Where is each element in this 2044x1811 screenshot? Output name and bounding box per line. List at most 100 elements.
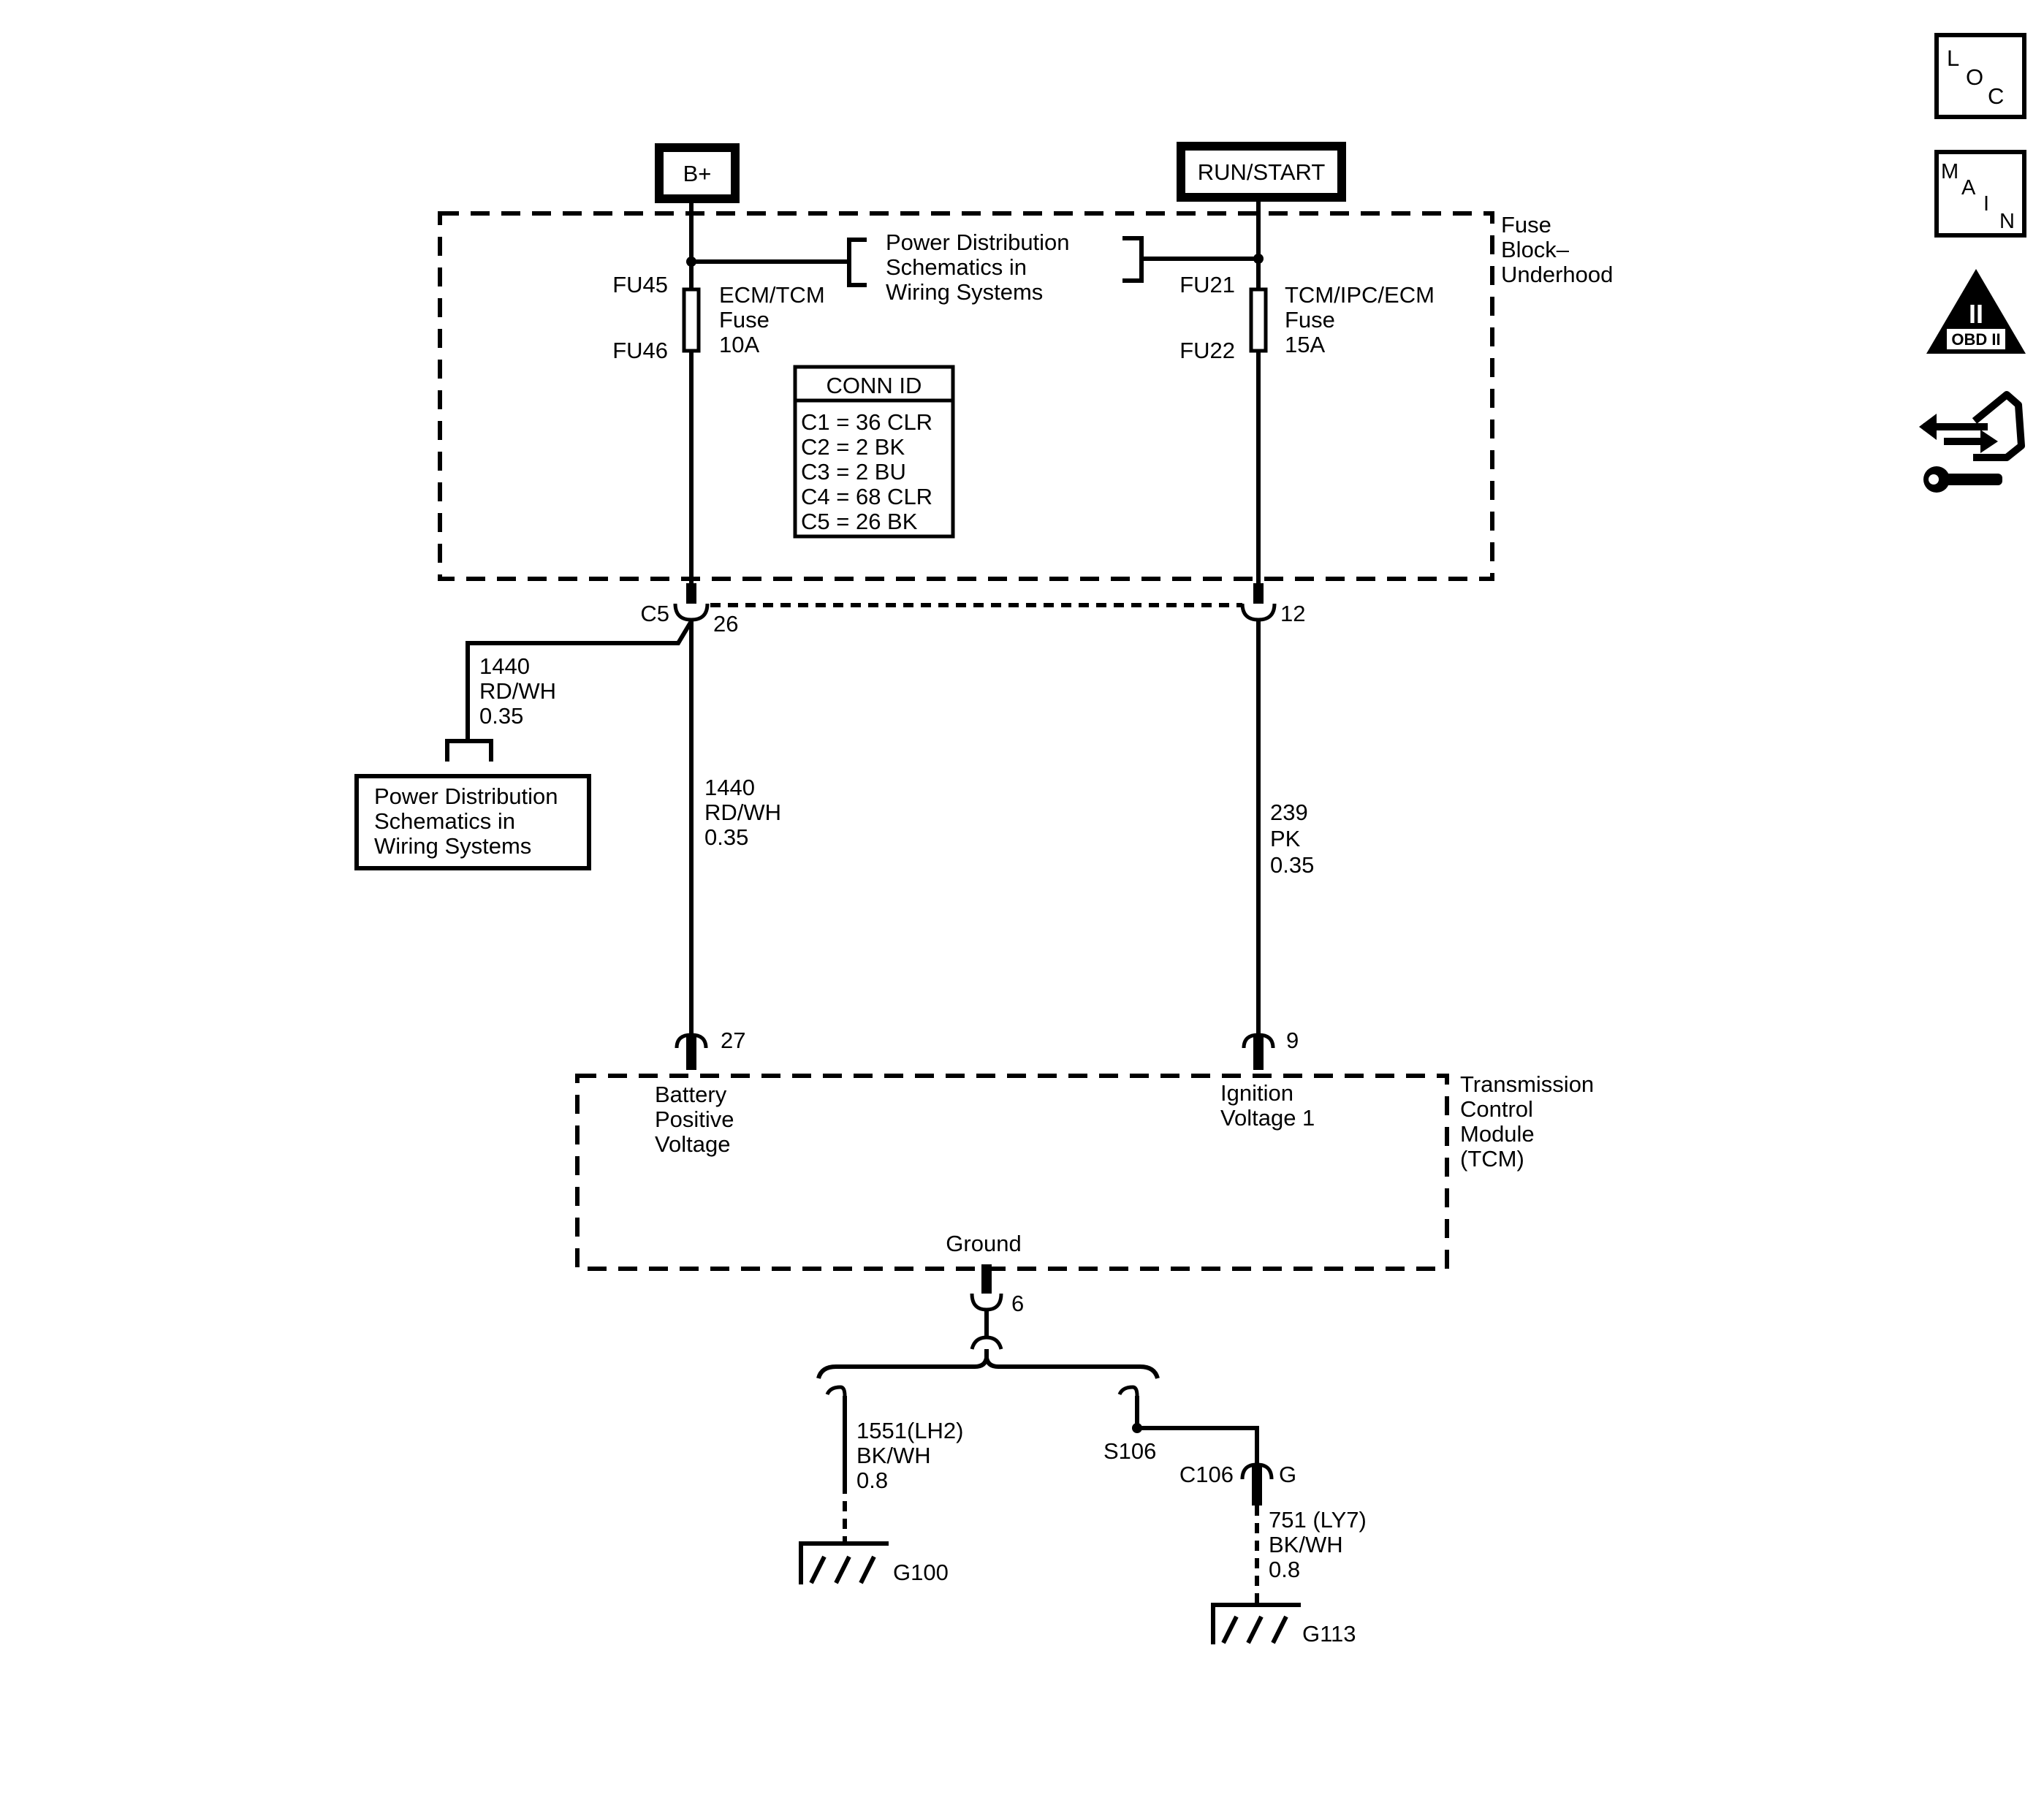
branch-wire-color: RD/WH [479, 678, 556, 704]
right-wire-size: 0.35 [1270, 852, 1314, 878]
ground-right-size: 0.8 [1269, 1557, 1300, 1582]
fuse-left-bottom-id: FU46 [612, 338, 668, 363]
main-letter: N [1999, 210, 2015, 233]
tcm-left-input-3: Voltage [655, 1131, 730, 1157]
fuse-block-label-3: Underhood [1501, 262, 1613, 287]
connector-repair-icon[interactable] [1919, 391, 2025, 493]
obd-roman-numeral: II [1969, 299, 1983, 329]
power-ref-box-line-1: Power Distribution [374, 783, 558, 809]
tcm-right-input-1: Ignition [1220, 1080, 1293, 1106]
left-wire-color: RD/WH [704, 800, 781, 825]
main-letter: I [1983, 192, 1989, 216]
power-ref-text-1: Power Distribution [886, 229, 1070, 255]
c5-pin-right: 12 [1280, 601, 1305, 626]
g100-label: G100 [893, 1560, 949, 1585]
tcm-pin-left: 27 [721, 1028, 745, 1053]
c106-connector [1240, 1462, 1274, 1506]
ground-harness-brace [816, 1357, 1160, 1379]
fuse-block-label-1: Fuse [1501, 212, 1551, 238]
conn-id-table: CONN ID C1 = 36 CLR C2 = 2 BK C3 = 2 BU … [793, 365, 955, 539]
tcm-label-4: (TCM) [1460, 1146, 1524, 1172]
fuse-block-outline [438, 211, 1494, 581]
power-ref-text-2: Schematics in [886, 254, 1027, 280]
s106-to-c106-wire [1137, 1426, 1259, 1463]
power-ref-bracket-right [1122, 236, 1144, 283]
fuse-left-type: Fuse [719, 307, 770, 333]
conn-id-title: CONN ID [827, 373, 922, 398]
main-letter: M [1941, 160, 1958, 183]
fuse-right-type: Fuse [1285, 307, 1335, 333]
fuse-left-name: ECM/TCM [719, 282, 825, 308]
fuse-right-name: TCM/IPC/ECM [1285, 282, 1435, 308]
loc-letter: C [1988, 83, 2004, 109]
conn-id-row: C5 = 26 BK [801, 509, 918, 534]
c5-label: C5 [640, 601, 669, 626]
c5-connector-left [673, 583, 710, 622]
right-wire-circuit: 239 [1270, 800, 1308, 825]
tcm-left-input-2: Positive [655, 1106, 734, 1132]
right-wire-color: PK [1270, 826, 1301, 851]
tcm-connector-right [1242, 1033, 1275, 1070]
tcm-label-1: Transmission [1460, 1071, 1594, 1097]
power-ref-bracket-left [847, 238, 867, 287]
fuse-block-label-2: Block– [1501, 237, 1570, 262]
g100-ground-icon [799, 1541, 889, 1584]
ground-right-break [1117, 1385, 1139, 1397]
ground-right-circuit: 751 (LY7) [1269, 1507, 1367, 1533]
conn-id-row: C3 = 2 BU [801, 459, 906, 485]
ground-left-break [825, 1385, 847, 1397]
g113-label: G113 [1302, 1621, 1356, 1647]
obd-text: OBD II [1951, 330, 2000, 349]
tcm-ground-label: Ground [946, 1231, 1021, 1256]
bplus-label: B+ [683, 161, 712, 186]
loc-icon[interactable]: L O C [1934, 33, 2026, 119]
branch-bracket [445, 739, 493, 762]
left-wire-circuit: 1440 [704, 775, 755, 800]
ground-left-size: 0.8 [856, 1468, 888, 1493]
power-ref-box-line-2: Schematics in [374, 808, 515, 834]
ground-left-color: BK/WH [856, 1443, 931, 1468]
fuse-right-top-id: FU21 [1179, 272, 1235, 297]
c5-connector-right [1240, 583, 1277, 622]
tcm-right-input-2: Voltage 1 [1220, 1105, 1315, 1131]
power-ref-text-3: Wiring Systems [886, 279, 1043, 305]
fuse-right-body [1249, 287, 1268, 353]
obd-ii-icon[interactable]: II OBD II [1926, 269, 2026, 354]
tcm-connector-left [675, 1033, 708, 1070]
g113-ground-icon [1211, 1603, 1301, 1644]
tcm-label-3: Module [1460, 1121, 1535, 1147]
conn-id-row: C2 = 2 BK [801, 434, 905, 460]
ground-right-color: BK/WH [1269, 1532, 1343, 1557]
fuse-left-top-id: FU45 [612, 272, 668, 297]
tcm-pin-right: 9 [1286, 1028, 1299, 1053]
ground-pin-label: 6 [1011, 1291, 1024, 1316]
bplus-source: B+ [655, 143, 740, 203]
c106-pin-label: G [1279, 1462, 1296, 1487]
c5-pin-left: 26 [713, 611, 738, 637]
loc-letter: O [1966, 64, 1983, 90]
fuse-right-bottom-id: FU22 [1179, 338, 1235, 363]
ground-left-circuit: 1551(LH2) [856, 1418, 963, 1443]
left-wire-size: 0.35 [704, 824, 748, 850]
power-ref-box-line-3: Wiring Systems [374, 833, 531, 859]
tcm-label-2: Control [1460, 1096, 1533, 1122]
branch-wire [466, 620, 694, 740]
fuse-left-rating: 10A [719, 332, 759, 357]
run-start-label: RUN/START [1198, 159, 1326, 185]
fuse-right-rating: 15A [1285, 332, 1325, 357]
c106-label: C106 [1179, 1462, 1234, 1487]
power-ref-box: Power Distribution Schematics in Wiring … [354, 774, 591, 870]
s106-label: S106 [1103, 1438, 1156, 1464]
ground-harness-break [970, 1335, 1003, 1350]
main-icon[interactable]: M A I N [1934, 150, 2026, 238]
tcm-left-input-1: Battery [655, 1082, 727, 1107]
ground-connector-pin [970, 1264, 1003, 1312]
tcm-outline [575, 1074, 1449, 1271]
branch-wire-circuit: 1440 [479, 653, 530, 679]
branch-wire-size: 0.35 [479, 703, 523, 729]
conn-id-row: C4 = 68 CLR [801, 484, 932, 509]
loc-letter: L [1947, 45, 1959, 71]
fuse-left-body [682, 287, 701, 353]
conn-id-row: C1 = 36 CLR [801, 409, 932, 435]
